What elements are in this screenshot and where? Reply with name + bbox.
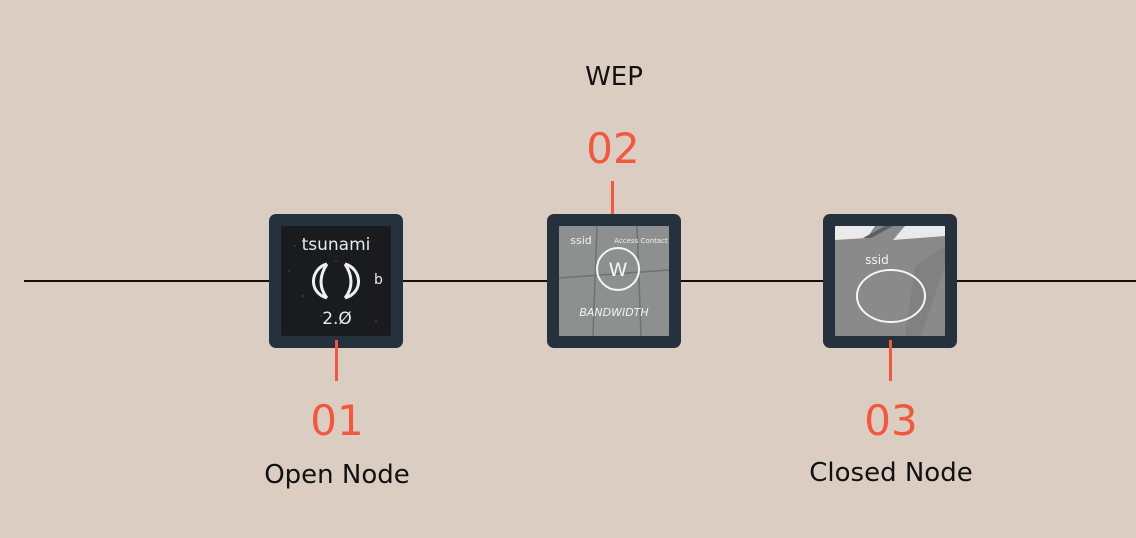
node-03-label: Closed Node <box>809 458 973 488</box>
chalk-text-bandwidth: BANDWIDTH <box>579 306 648 319</box>
chalk-text-ssid: ssid <box>570 234 592 247</box>
chalk-text-version: 2.Ø <box>322 309 352 329</box>
chalk-text-ssid-closed: ssid <box>865 253 888 267</box>
open-node-chalk-image: tsunami b 2.Ø <box>281 226 391 336</box>
node-01-number: 01 <box>310 396 364 445</box>
node-02-number: 02 <box>586 124 640 173</box>
node-01-frame: tsunami b 2.Ø <box>269 214 403 348</box>
closed-node-chalk-image: ssid <box>835 226 945 336</box>
node-03-connector <box>889 340 892 381</box>
wep-node-chalk-image: ssid Access Contact W BANDWIDTH <box>559 226 669 336</box>
node-01-label: Open Node <box>264 460 410 490</box>
chalk-text-w: W <box>609 259 628 281</box>
node-03-frame: ssid <box>823 214 957 348</box>
node-02-label: WEP <box>585 62 643 92</box>
node-03-number: 03 <box>864 396 918 445</box>
node-02-connector <box>611 181 614 223</box>
chalk-text-b: b <box>374 272 383 288</box>
node-02-frame: ssid Access Contact W BANDWIDTH <box>547 214 681 348</box>
node-01-connector <box>335 340 338 381</box>
chalk-text-access-contact: Access Contact <box>614 237 668 245</box>
chalk-text-tsunami: tsunami <box>302 235 371 255</box>
